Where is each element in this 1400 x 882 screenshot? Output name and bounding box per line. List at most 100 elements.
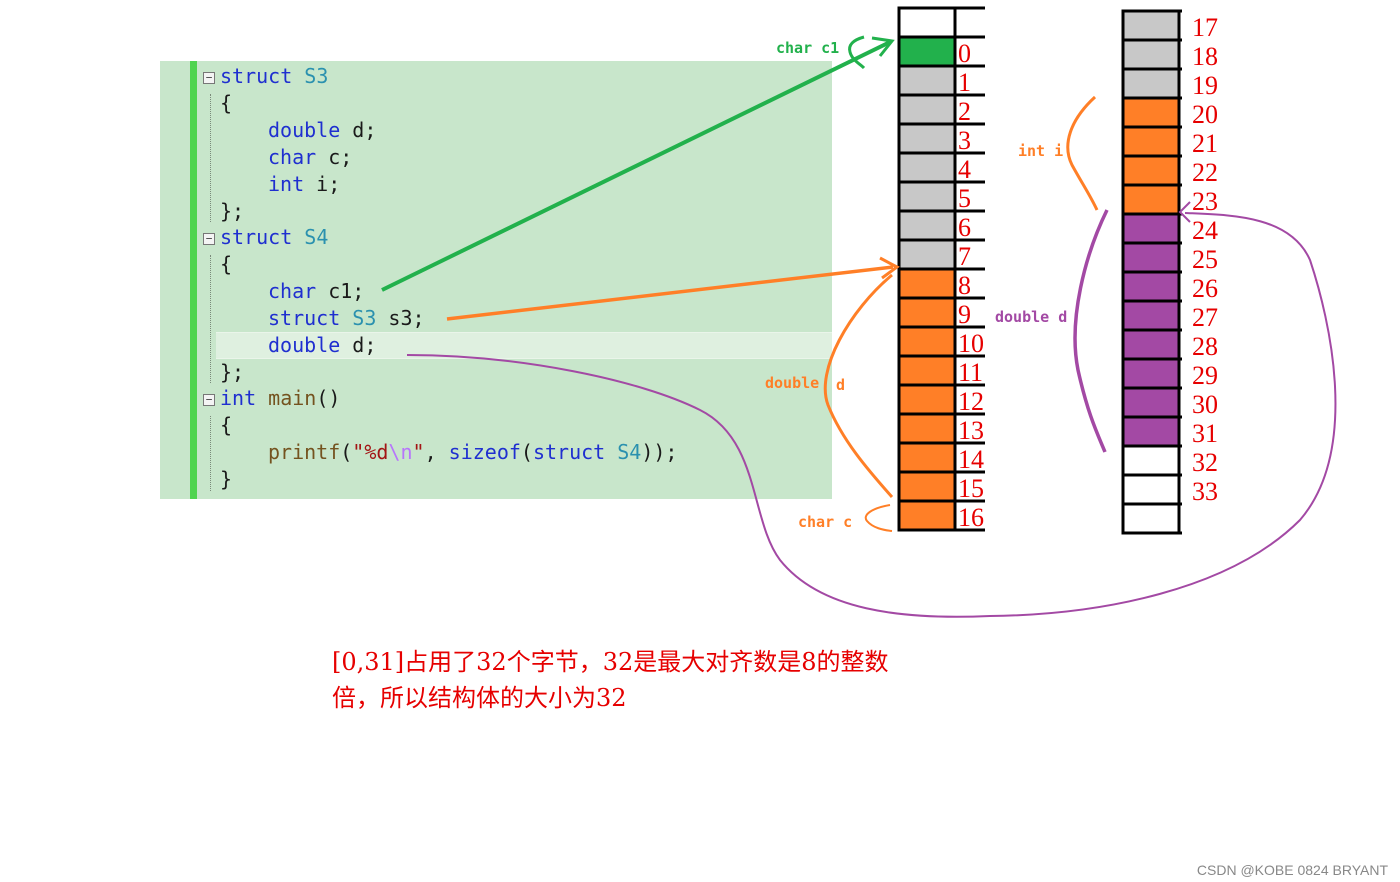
code-line: }; [220, 359, 244, 386]
arrow-c1-green-head [871, 36, 895, 57]
code-token: () [316, 386, 341, 410]
memory-cell [1121, 444, 1181, 477]
code-token: struct [220, 225, 305, 249]
memory-cell [897, 180, 957, 213]
byte-offset-label: 4 [958, 155, 971, 184]
code-token: struct [220, 64, 305, 88]
byte-offset-label: 19 [1192, 71, 1218, 100]
code-token: double [268, 118, 341, 142]
code-token: d; [340, 333, 377, 357]
memory-cell [897, 238, 957, 271]
byte-offset-label: 33 [1192, 477, 1218, 506]
arrow-d-purple-head [1178, 201, 1191, 223]
memory-cell [897, 470, 957, 503]
memory-cell [1121, 9, 1181, 42]
byte-offset-label: 5 [958, 184, 971, 213]
memory-cell [897, 64, 957, 97]
note-line-2: 倍，所以结构体的大小为32 [332, 684, 627, 712]
arrow-s3-orange-head [879, 256, 900, 280]
memory-cell [1121, 270, 1181, 303]
code-token: , [424, 440, 449, 464]
memory-cell [1121, 299, 1181, 332]
label-double-d-purple: double d [995, 308, 1067, 326]
byte-offset-label: 1 [958, 68, 971, 97]
code-token: }; [220, 360, 245, 384]
code-token: \n [388, 440, 413, 464]
arrow-d-purple [406, 212, 1337, 618]
byte-offset-label: 18 [1192, 42, 1218, 71]
memory-cell [897, 151, 957, 184]
memory-cell [897, 412, 957, 445]
byte-offset-label: 8 [958, 271, 971, 300]
memory-cell [1121, 386, 1181, 419]
brace-double-d-purple [1073, 209, 1109, 453]
code-token: c; [316, 145, 353, 169]
code-token: double [268, 333, 341, 357]
byte-offset-label: 14 [958, 445, 984, 474]
code-token: } [220, 467, 233, 491]
explanation-note: [0,31]占用了32个字节，32是最大对齐数是8的整数 倍，所以结构体的大小为… [332, 644, 992, 716]
memory-cell [1121, 125, 1181, 158]
memory-cell [897, 209, 957, 242]
byte-offset-label: 15 [958, 474, 984, 503]
code-token: i; [304, 172, 341, 196]
fold-toggle-icon[interactable]: − [203, 233, 215, 245]
code-token: main [268, 386, 317, 410]
byte-offset-label: 26 [1192, 274, 1218, 303]
code-token: S4 [304, 225, 329, 249]
fold-toggle-icon[interactable]: − [203, 72, 215, 84]
byte-offset-label: 25 [1192, 245, 1218, 274]
code-line: printf("%d\n", sizeof(struct S4)); [220, 439, 677, 466]
byte-offset-label: 9 [958, 300, 971, 329]
memory-cell [897, 325, 957, 358]
code-token: " [412, 440, 425, 464]
code-line: { [220, 251, 232, 278]
code-token: char [268, 145, 317, 169]
code-token: s3; [376, 306, 425, 330]
code-token: struct [532, 440, 618, 464]
scope-guide [210, 94, 211, 222]
memory-cell [897, 383, 957, 416]
code-token: c1; [316, 279, 365, 303]
memory-cell [1121, 96, 1181, 129]
code-token: char [268, 279, 317, 303]
byte-offset-label: 12 [958, 387, 984, 416]
byte-offset-label: 0 [958, 39, 971, 68]
label-double-d-orange: double [765, 374, 819, 392]
arrow-s3-orange [446, 265, 894, 321]
code-line: }; [220, 198, 244, 225]
code-line: int i; [220, 171, 340, 198]
memory-cell [1121, 357, 1181, 390]
byte-offset-label: 22 [1192, 158, 1218, 187]
byte-offset-label: 27 [1192, 303, 1218, 332]
memory-cell [1121, 212, 1181, 245]
scope-guide [210, 255, 211, 383]
arrow-c1-green [381, 40, 891, 292]
byte-offset-label: 21 [1192, 129, 1218, 158]
code-token: printf [268, 440, 341, 464]
code-token: struct [268, 306, 353, 330]
code-token: d; [340, 118, 377, 142]
note-line-1: [0,31]占用了32个字节，32是最大对齐数是8的整数 [332, 648, 889, 676]
code-token: int [268, 172, 305, 196]
watermark: CSDN @KOBE 0824 BRYANT [1196, 862, 1388, 878]
byte-offset-label: 30 [1192, 390, 1218, 419]
memory-cell [897, 499, 957, 532]
memory-cell [1121, 502, 1181, 535]
memory-cell [1121, 328, 1181, 361]
fold-toggle-icon[interactable]: − [203, 394, 215, 406]
code-token: ( [520, 440, 533, 464]
byte-offset-label: 2 [958, 97, 971, 126]
byte-offset-label: 6 [958, 213, 971, 242]
code-editor-panel: −struct S3{double d;char c;int i;};−stru… [160, 61, 832, 499]
memory-cell [897, 6, 957, 39]
code-line: char c; [220, 144, 352, 171]
byte-offset-label: 13 [958, 416, 984, 445]
change-indicator-bar [190, 61, 197, 499]
byte-offset-label: 32 [1192, 448, 1218, 477]
byte-offset-label: 29 [1192, 361, 1218, 390]
code-line: { [220, 90, 232, 117]
code-token: sizeof [448, 440, 521, 464]
